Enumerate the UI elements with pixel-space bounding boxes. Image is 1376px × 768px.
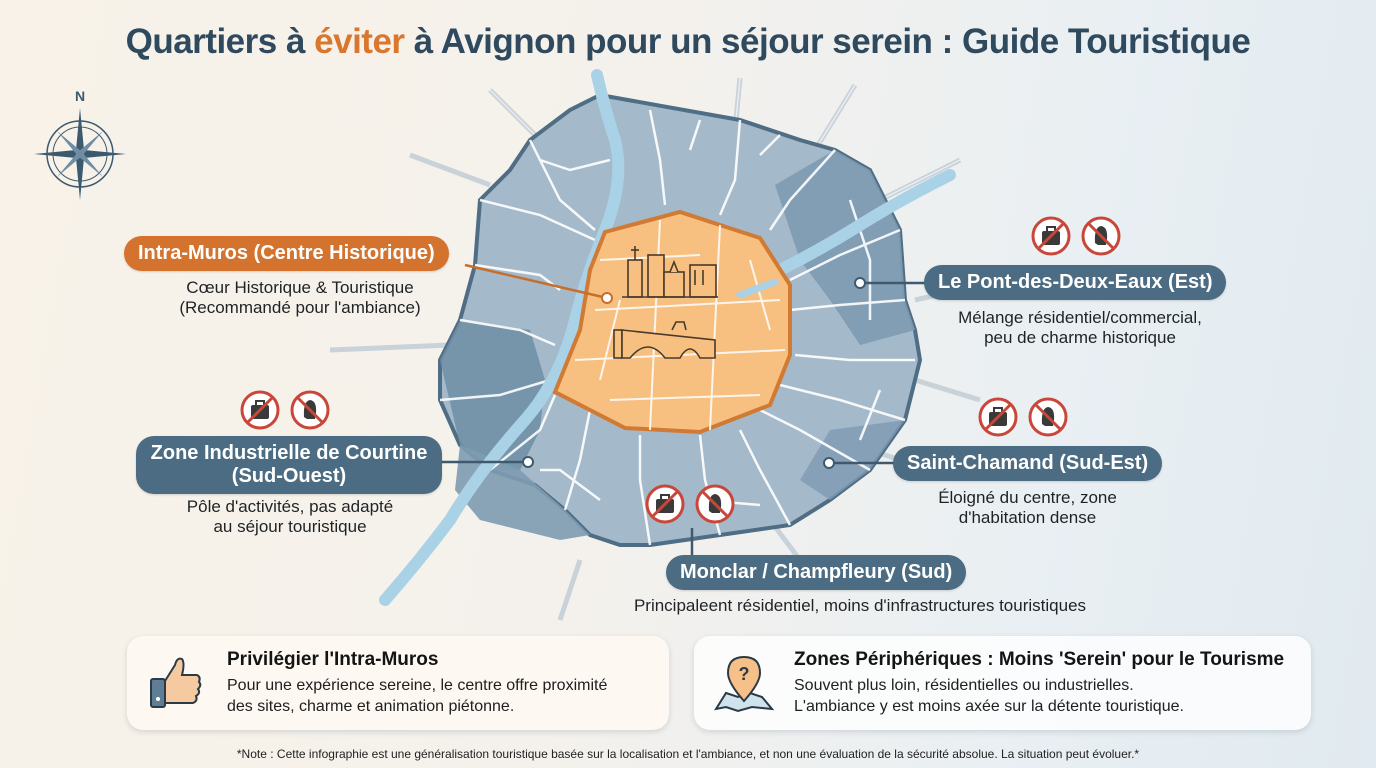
no-tourist-icon <box>1081 216 1121 256</box>
desc-line: au séjour touristique <box>213 517 367 536</box>
card-recommendation: Privilégier l'Intra-Muros Pour une expér… <box>127 636 669 730</box>
label-line: Zone Industrielle de Courtine <box>150 442 428 464</box>
no-luggage-icon <box>978 397 1018 437</box>
label-line: (Sud-Ouest) <box>231 465 347 487</box>
title-before: Quartiers à <box>125 22 315 61</box>
no-tourist-icon <box>290 390 330 430</box>
marker-pont-des-deux-eaux[interactable] <box>854 277 866 289</box>
zone-desc-pont-des-deux-eaux: Mélange résidentiel/commercial, peu de c… <box>920 308 1240 348</box>
compass-rose-icon: N <box>34 88 126 200</box>
title-after: à Avignon pour un séjour serein : Guide … <box>404 22 1251 61</box>
river <box>379 69 625 606</box>
intra-muros-zone <box>552 209 792 435</box>
desc-line: d'habitation dense <box>958 508 1097 527</box>
zone-label-courtine[interactable]: Zone Industrielle de Courtine (Sud-Ouest… <box>136 436 442 494</box>
desc-line: Pôle d'activités, pas adapté <box>186 497 394 516</box>
ban-icons-pont-des-deux-eaux <box>1030 215 1122 257</box>
no-tourist-icon <box>695 484 735 524</box>
no-luggage-icon <box>240 390 280 430</box>
streets <box>439 109 915 546</box>
no-luggage-icon <box>1031 216 1071 256</box>
card-recommendation-text: Privilégier l'Intra-Muros Pour une expér… <box>227 649 607 717</box>
zone-label-intra-muros[interactable]: Intra-Muros (Centre Historique) <box>124 236 449 271</box>
zone-desc-saint-chamand: Éloigné du centre, zone d'habitation den… <box>890 488 1165 528</box>
card-title: Privilégier l'Intra-Muros <box>227 649 439 670</box>
connector-lines <box>440 263 926 556</box>
page-title: Quartiers à éviter à Avignon pour un séj… <box>0 22 1376 62</box>
desc-line: (Recommandé pour l'ambiance) <box>179 298 421 317</box>
card-line: des sites, charme et animation piétonne. <box>227 698 515 715</box>
ban-icons-saint-chamand <box>977 396 1069 438</box>
svg-text:?: ? <box>739 664 750 684</box>
no-tourist-icon <box>1028 397 1068 437</box>
zone-label-pont-des-deux-eaux[interactable]: Le Pont-des-Deux-Eaux (Est) <box>924 265 1227 300</box>
ban-icons-monclar <box>644 483 736 525</box>
desc-line: Éloigné du centre, zone <box>938 488 1117 507</box>
disclaimer-note: *Note : Cette infographie est une généra… <box>236 747 1140 761</box>
desc-line: Cœur Historique & Touristique <box>186 278 414 297</box>
zone-label-saint-chamand[interactable]: Saint-Chamand (Sud-Est) <box>893 446 1163 481</box>
card-peripheral-text: Zones Périphériques : Moins 'Serein' pou… <box>794 649 1284 717</box>
marker-intra-muros[interactable] <box>601 292 613 304</box>
title-accent: éviter <box>314 22 405 61</box>
zone-desc-courtine: Pôle d'activités, pas adapté au séjour t… <box>140 497 440 537</box>
card-line: Souvent plus loin, résidentielles ou ind… <box>794 677 1134 694</box>
desc-line: peu de charme historique <box>984 328 1176 347</box>
pont-avignon-icon <box>613 321 716 359</box>
no-luggage-icon <box>645 484 685 524</box>
map-pin-question-icon: ? <box>713 655 775 713</box>
desc-line: Mélange résidentiel/commercial, <box>958 308 1202 327</box>
thumbs-up-icon <box>150 657 202 708</box>
palais-des-papes-icon <box>622 246 718 298</box>
marker-courtine[interactable] <box>522 456 534 468</box>
card-line: L'ambiance y est moins axée sur la déten… <box>794 698 1184 715</box>
zone-desc-intra-muros: Cœur Historique & Touristique (Recommand… <box>130 278 470 318</box>
ban-icons-courtine <box>239 389 331 431</box>
zone-desc-monclar: Principaleent résidentiel, moins d'infra… <box>633 596 1087 615</box>
card-line: Pour une expérience sereine, le centre o… <box>227 677 608 694</box>
card-title: Zones Périphériques : Moins 'Serein' pou… <box>794 649 1285 670</box>
marker-saint-chamand[interactable] <box>823 457 835 469</box>
card-peripheral-zones: ? Zones Périphériques : Moins 'Serein' p… <box>694 636 1311 730</box>
zone-label-monclar[interactable]: Monclar / Champfleury (Sud) <box>666 555 967 590</box>
compass-north-label: N <box>75 88 85 104</box>
